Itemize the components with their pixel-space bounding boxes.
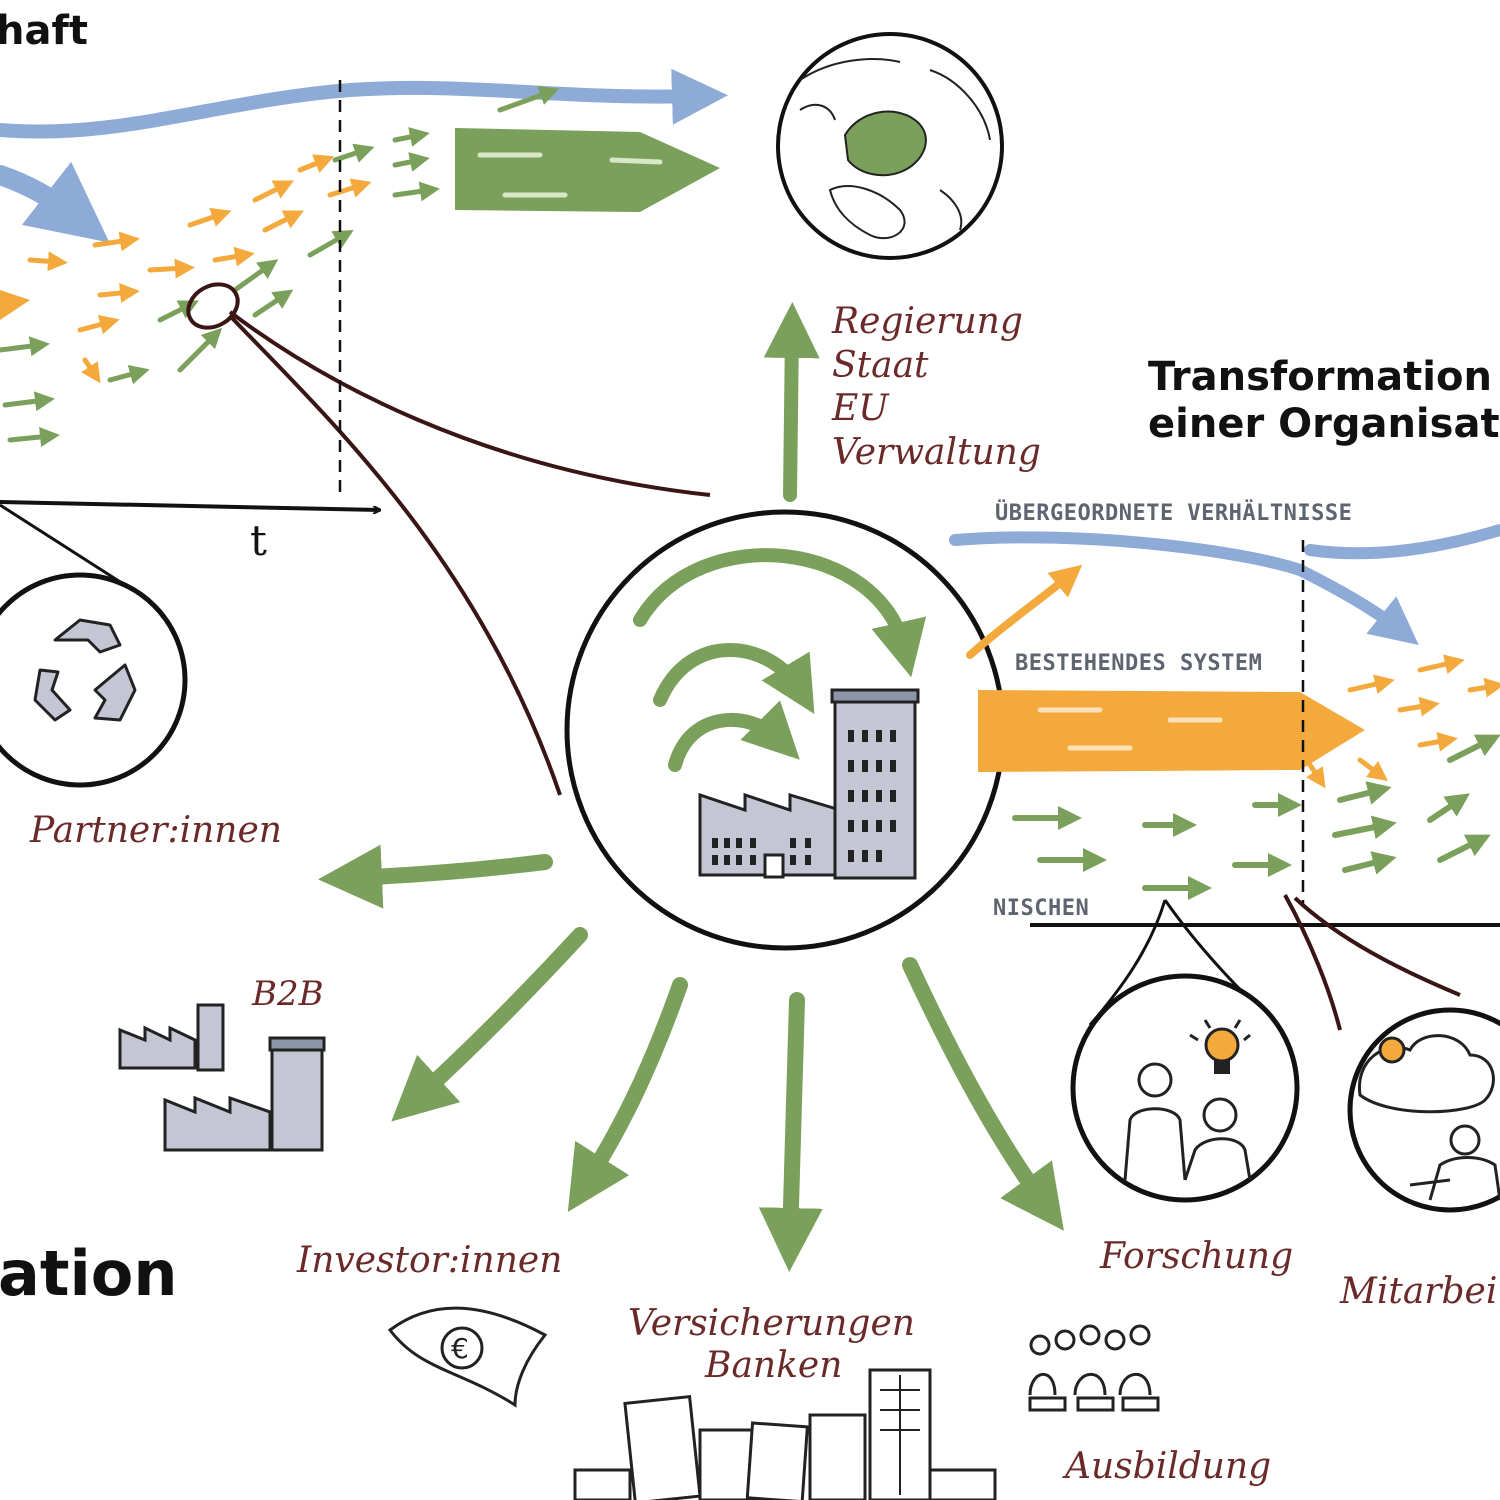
recycle-icon bbox=[33, 618, 137, 722]
education-people-icon bbox=[1028, 1324, 1160, 1412]
arrow-to-insurance bbox=[758, 992, 823, 1272]
niche-arrows bbox=[1012, 734, 1500, 900]
label-banks: Banken bbox=[704, 1345, 842, 1386]
blue-down-arrow bbox=[0, 161, 110, 243]
right-transition-diagram: ÜBERGEORDNETE VERHÄLTNISSE BESTEHENDES S… bbox=[949, 500, 1500, 1031]
arrow-to-partners bbox=[318, 844, 553, 909]
recycle-bubble bbox=[0, 572, 188, 788]
euro-banknote-icon: € bbox=[387, 1306, 548, 1408]
label-staat: Staat bbox=[832, 345, 929, 386]
heading-bottom-left-fragment: ation bbox=[0, 1237, 177, 1310]
green-new-regime-arrow bbox=[455, 128, 720, 212]
svg-text:€: € bbox=[451, 1332, 469, 1365]
zoom-line-right bbox=[228, 310, 711, 497]
building-windows bbox=[712, 730, 896, 865]
central-organisation bbox=[564, 509, 1006, 951]
label-b2b: B2B bbox=[251, 974, 324, 1014]
lightbulb-icon bbox=[1189, 1019, 1251, 1074]
bubble-pointer bbox=[0, 503, 126, 587]
employee-figure bbox=[1409, 1124, 1500, 1201]
right-title-line1: Transformation bbox=[1148, 354, 1492, 400]
time-axis-label: t bbox=[250, 516, 267, 565]
heading-top-left-fragment: haft bbox=[0, 8, 88, 54]
regime-inner-arrows bbox=[1037, 707, 1223, 751]
label-existing-system: BESTEHENDES SYSTEM bbox=[1015, 651, 1262, 676]
lightbulb-icon-2 bbox=[1378, 1036, 1406, 1064]
green-arrow-swarm bbox=[0, 85, 560, 447]
globe bbox=[776, 32, 1004, 260]
orange-arrow-swarm bbox=[27, 154, 372, 384]
arrow-to-b2b bbox=[391, 927, 588, 1122]
zoom-ellipse bbox=[186, 282, 240, 330]
zoom-line-down bbox=[230, 316, 562, 796]
label-niches: NISCHEN bbox=[993, 896, 1089, 921]
factory-icon bbox=[698, 688, 920, 880]
orange-regime-arrow bbox=[978, 690, 1365, 772]
researcher-figures bbox=[1123, 1062, 1252, 1181]
label-education: Ausbildung bbox=[1062, 1446, 1271, 1487]
inner-arrows bbox=[477, 152, 663, 198]
europe-shape bbox=[843, 110, 927, 177]
arrow-to-government bbox=[763, 302, 820, 502]
label-upper-level: ÜBERGEORDNETE VERHÄLTNISSE bbox=[995, 500, 1352, 526]
label-eu: EU bbox=[831, 388, 890, 429]
research-bubble bbox=[1070, 973, 1300, 1203]
label-employees: Mitarbei bbox=[1339, 1271, 1497, 1312]
internal-feedback-arrows bbox=[633, 548, 927, 772]
right-orange-swarm bbox=[1306, 654, 1500, 789]
label-regierung: Regierung bbox=[831, 301, 1023, 342]
city-buildings-icon bbox=[573, 1368, 997, 1500]
label-investors: Investor:innen bbox=[296, 1240, 562, 1281]
stakeholder-arrows bbox=[318, 844, 1064, 1272]
organisation-circle bbox=[564, 509, 1006, 951]
arrow-to-investors bbox=[567, 977, 688, 1212]
right-title-line2: einer Organisat bbox=[1148, 401, 1500, 447]
orange-system-arrow-tip bbox=[0, 290, 30, 320]
time-axis bbox=[0, 500, 380, 510]
employee-bubble bbox=[1347, 1007, 1500, 1213]
label-verwaltung: Verwaltung bbox=[832, 432, 1041, 473]
blue-landscape-arrow-right bbox=[949, 531, 1419, 645]
blue-landscape-arrow bbox=[0, 68, 728, 139]
government-labels: Regierung Staat EU Verwaltung bbox=[831, 301, 1041, 473]
label-research: Forschung bbox=[1099, 1236, 1293, 1277]
b2b-factories-icon bbox=[118, 1003, 326, 1152]
label-insurance: Versicherungen bbox=[628, 1303, 915, 1344]
label-partners: Partner:innen bbox=[29, 810, 282, 851]
top-left-transition-diagram: haft bbox=[0, 8, 728, 796]
orange-escape-arrow bbox=[966, 564, 1083, 659]
arrow-to-research bbox=[902, 957, 1064, 1231]
